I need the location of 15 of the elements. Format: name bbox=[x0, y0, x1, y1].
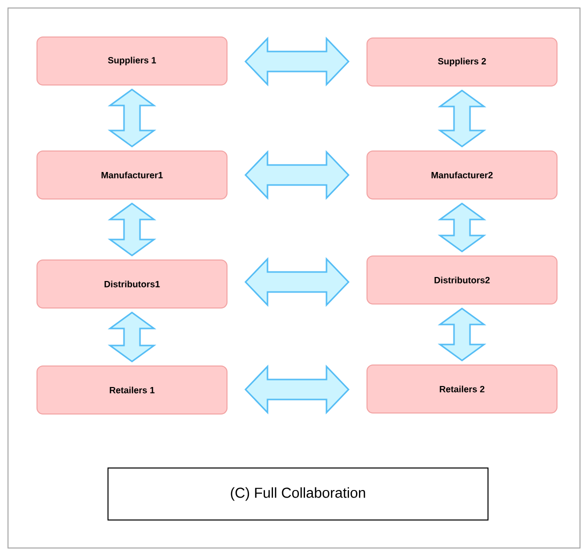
double-arrow bbox=[108, 88, 156, 148]
process-box: Suppliers 1 bbox=[36, 36, 228, 86]
process-box: Manufacturer2 bbox=[366, 150, 558, 200]
process-box: Distributors2 bbox=[366, 256, 558, 304]
double-arrow bbox=[108, 312, 156, 362]
double-arrow bbox=[438, 90, 486, 148]
double-arrow bbox=[108, 202, 156, 256]
process-box: Manufacturer1 bbox=[36, 150, 228, 200]
double-arrow bbox=[438, 202, 486, 252]
process-box: Distributors1 bbox=[36, 260, 228, 308]
process-box: Suppliers 2 bbox=[366, 38, 558, 86]
process-box: Retailers 2 bbox=[366, 364, 558, 414]
double-arrow bbox=[438, 308, 486, 362]
caption-box: (C) Full Collaboration bbox=[108, 468, 488, 520]
process-box: Retailers 1 bbox=[36, 366, 228, 414]
